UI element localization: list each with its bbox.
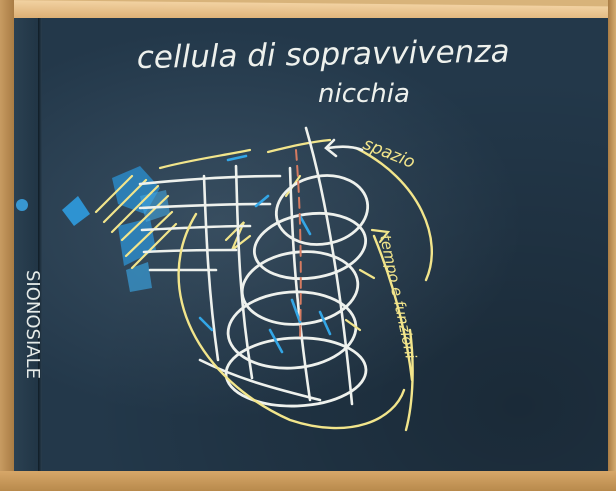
stacked-ellipses	[224, 174, 370, 408]
enclosing-curves	[177, 146, 434, 432]
chalkboard	[14, 18, 608, 474]
title-line-1: cellula di sopravvivenza	[137, 33, 510, 76]
board-divider	[38, 18, 42, 474]
label-tempo-funzioni: tempo e funzioni	[376, 233, 420, 361]
title-line-2: nicchia	[318, 79, 410, 109]
diagonal-chalk-lines	[198, 126, 354, 406]
left-panel-text: SIONOSIALE	[22, 270, 43, 379]
wooden-frame-bottom	[0, 471, 616, 491]
red-chalk-stroke	[295, 149, 302, 341]
blue-dashes	[198, 154, 332, 354]
wooden-frame-right	[608, 0, 616, 491]
label-spazio: spazio	[360, 134, 418, 173]
left-board-panel	[14, 18, 40, 474]
yellow-arrows	[344, 228, 391, 332]
spazio-arrow	[324, 138, 364, 158]
wooden-frame-left	[0, 0, 14, 491]
